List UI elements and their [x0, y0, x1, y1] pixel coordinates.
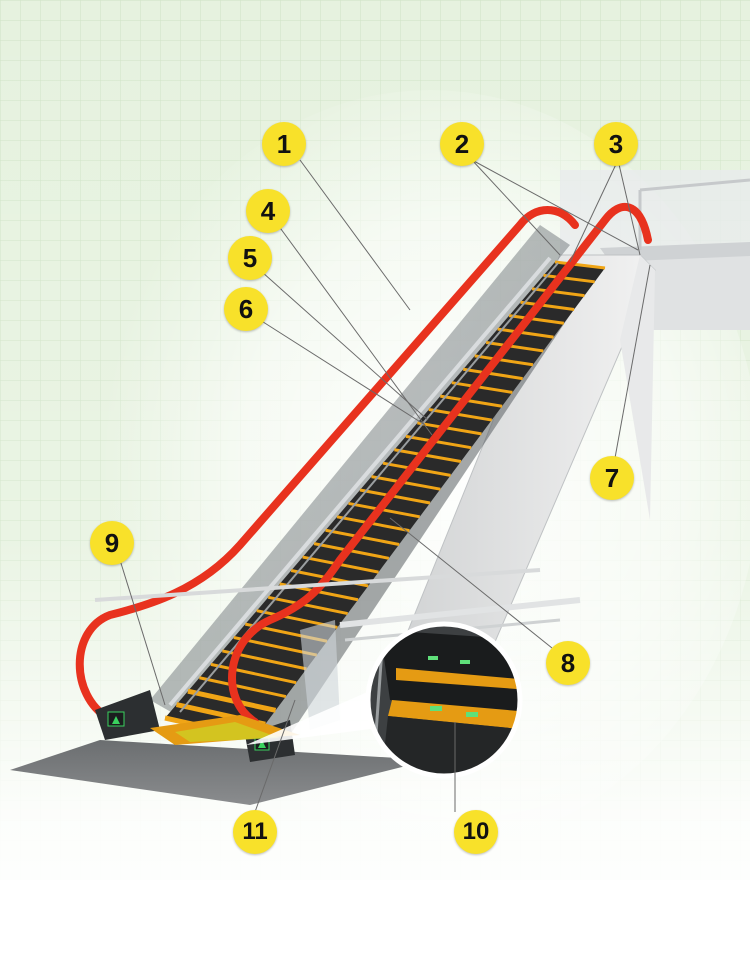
- step-edge: [371, 475, 441, 491]
- step-edge: [428, 408, 493, 422]
- step-edge: [440, 394, 503, 408]
- step-edge: [210, 662, 297, 685]
- callout-6: 6: [224, 287, 268, 331]
- step-edge: [199, 676, 287, 698]
- step-edge: [187, 688, 277, 713]
- callout-5: 5: [228, 236, 272, 280]
- callout-1: 1: [262, 122, 306, 166]
- step-edge: [394, 448, 462, 464]
- step-edge: [485, 340, 544, 353]
- callout-10: 10: [454, 810, 498, 854]
- step-edge: [497, 327, 554, 339]
- step-edge: [554, 260, 606, 270]
- callout-4: 4: [246, 189, 290, 233]
- leader-lines: [119, 159, 651, 813]
- callout-7: 7: [590, 456, 634, 500]
- callout-9: 9: [90, 521, 134, 565]
- step-edge: [463, 367, 523, 381]
- step-edge: [267, 595, 348, 616]
- step-edge: [508, 314, 565, 325]
- callout-2: 2: [440, 122, 484, 166]
- step-edge: [359, 488, 431, 505]
- step-edge: [405, 434, 472, 450]
- step-edge: [531, 287, 585, 298]
- step-edge: [474, 354, 534, 367]
- callout-8: 8: [546, 641, 590, 685]
- step-edge: [520, 300, 575, 311]
- callout-3: 3: [594, 122, 638, 166]
- step-edge: [417, 421, 482, 436]
- step-edge: [348, 501, 420, 519]
- step-edge: [451, 381, 513, 394]
- step-edge: [382, 461, 451, 477]
- step-edge: [543, 273, 595, 284]
- callout-11: 11: [233, 810, 277, 854]
